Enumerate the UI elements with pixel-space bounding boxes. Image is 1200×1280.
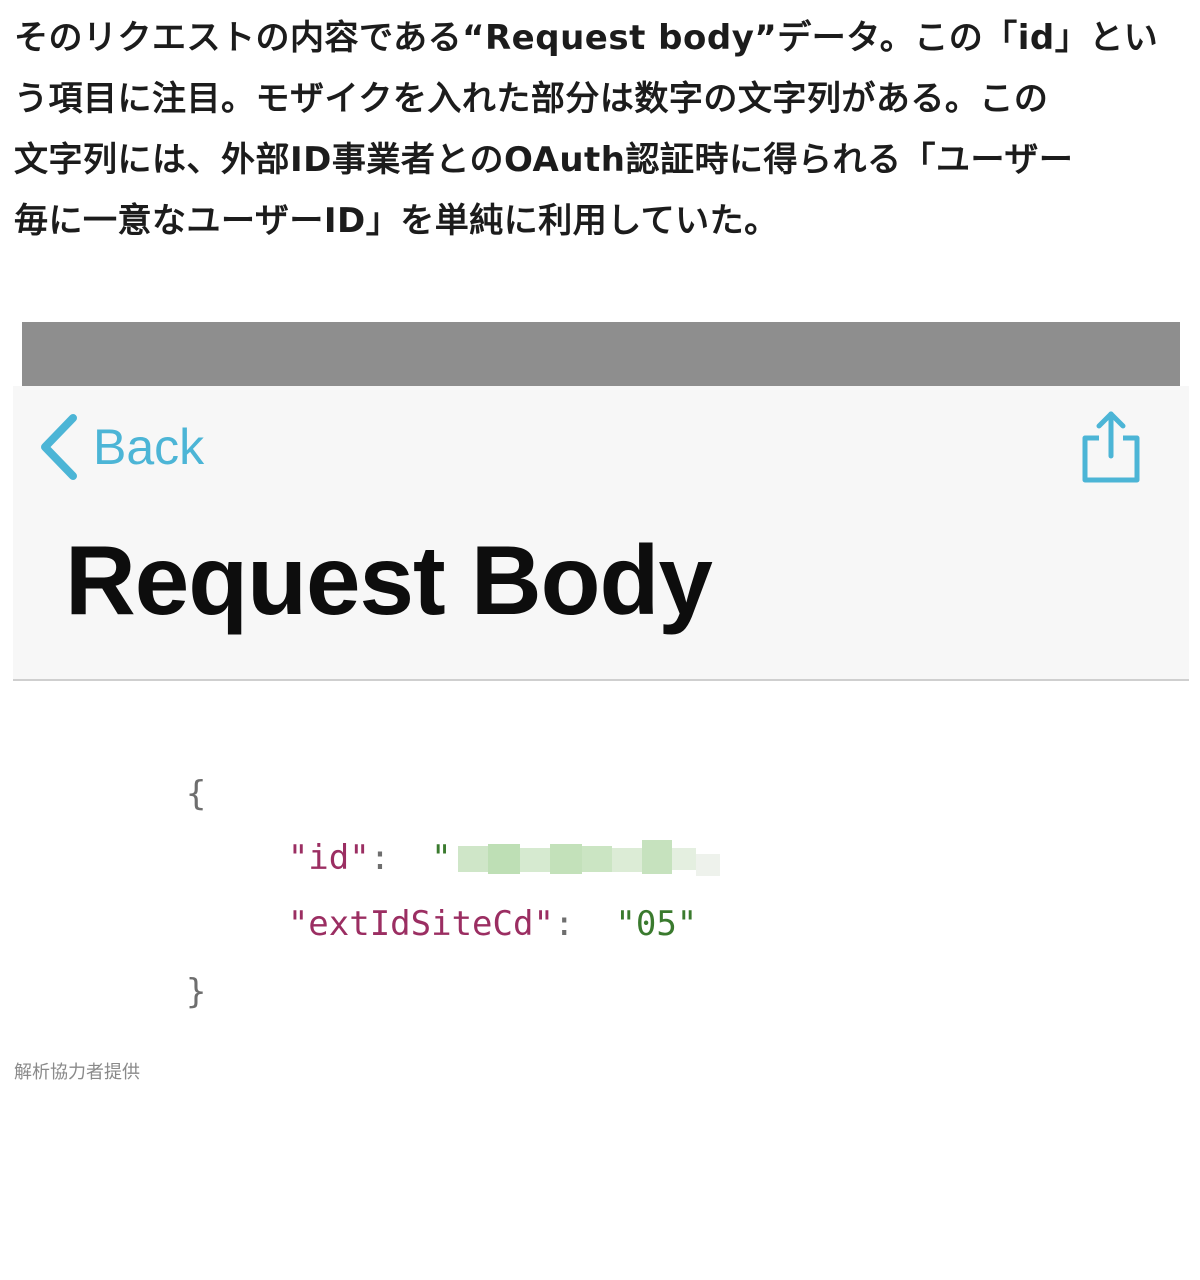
image-credit-caption: 解析協力者提供 (14, 1062, 140, 1083)
back-button[interactable]: Back (39, 412, 204, 482)
json-close-brace: } (185, 972, 207, 1012)
article-paragraph: そのリクエストの内容である“Request body”データ。この「id」とい … (14, 8, 1190, 252)
article-line: そのリクエストの内容である“Request body”データ。この「id」とい (14, 18, 1159, 58)
article-line: う項目に注目。モザイクを入れた部分は数字の文字列がある。この (14, 79, 1049, 119)
json-key-extidsitecd: "extIdSiteCd" (287, 904, 554, 944)
chevron-left-icon (41, 414, 77, 480)
share-button[interactable] (1081, 410, 1141, 484)
app-screenshot: Back Request Body { "id": " (13, 318, 1189, 1018)
request-body-json: { "id": " "extIdSiteCd": "05" } (13, 682, 1189, 1012)
json-ext-line: "extIdSiteCd": "05" (165, 864, 697, 984)
json-colon: : (369, 838, 391, 878)
status-bar (22, 322, 1180, 386)
json-colon: : (553, 904, 575, 944)
json-key-id: "id" (287, 838, 370, 878)
mosaic-censored-value (457, 839, 720, 880)
json-open-brace: { (185, 774, 207, 814)
json-value-extidsitecd: "05" (615, 904, 698, 944)
page-title: Request Body (65, 525, 713, 635)
json-close-line: } (63, 932, 206, 1052)
json-id-line: "id": " (165, 798, 720, 920)
navigation-bar: Back Request Body (13, 386, 1189, 681)
json-id-open-quote: " (431, 838, 452, 878)
back-button-label: Back (93, 419, 205, 475)
json-open-line: { (63, 734, 206, 854)
article-line: 文字列には、外部ID事業者とのOAuth認証時に得られる「ユーザー (14, 140, 1074, 180)
article-line: 毎に一意なユーザーID」を単純に利用していた。 (14, 201, 779, 241)
share-icon (1082, 411, 1140, 483)
